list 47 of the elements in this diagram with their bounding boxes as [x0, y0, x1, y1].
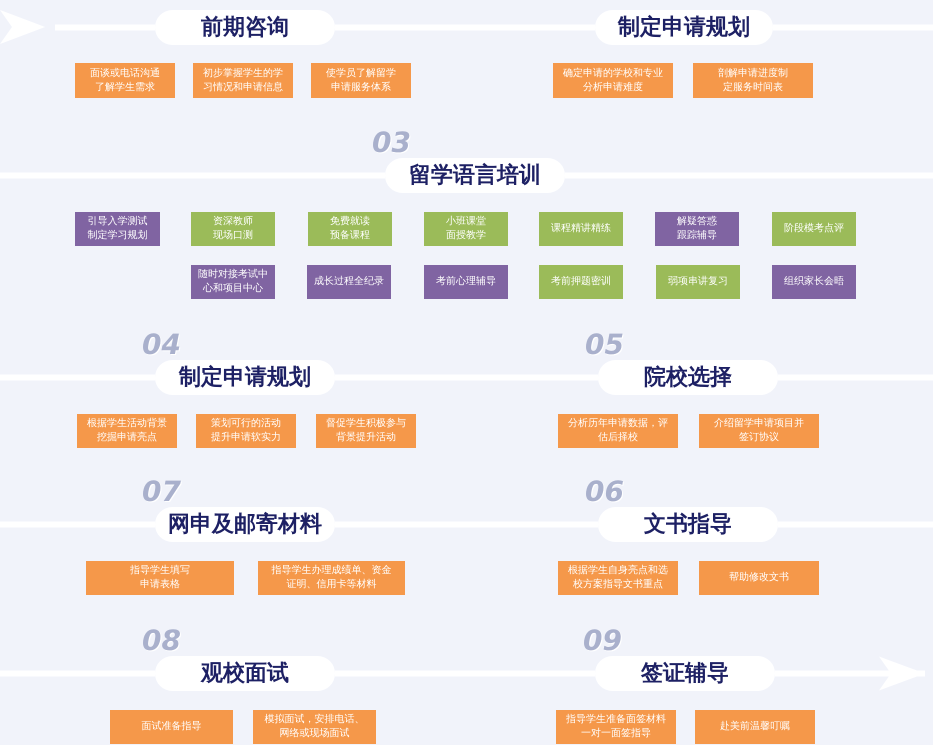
step-card: 根据学生自身亮点和选校方案指导文书重点	[558, 561, 678, 595]
section-heading: 留学语言培训	[385, 158, 565, 193]
step-card: 随时对接考试中心和项目中心	[191, 265, 275, 299]
step-card: 帮助修改文书	[699, 561, 819, 595]
step-card: 赴美前温馨叮嘱	[695, 710, 815, 744]
step-card: 初步掌握学生的学习情况和申请信息	[193, 63, 293, 98]
section-heading: 文书指导	[598, 507, 778, 542]
step-card: 小班课堂面授教学	[424, 212, 508, 246]
step-card: 督促学生积极参与背景提升活动	[316, 414, 416, 448]
step-card: 策划可行的活动提升申请软实力	[196, 414, 296, 448]
step-card: 介绍留学申请项目并签订协议	[699, 414, 819, 448]
step-card: 考前心理辅导	[424, 265, 508, 299]
step-card: 考前押题密训	[539, 265, 623, 299]
step-card: 课程精讲精练	[539, 212, 623, 246]
step-card: 组织家长会晤	[772, 265, 856, 299]
step-card: 面试准备指导	[110, 710, 233, 744]
step-card: 使学员了解留学申请服务体系	[311, 63, 411, 98]
step-number: 06	[585, 477, 624, 507]
step-card: 弱项串讲复习	[656, 265, 740, 299]
step-card: 指导学生准备面签材料一对一面签指导	[556, 710, 676, 744]
section-heading: 制定申请规划	[595, 10, 773, 45]
section-heading: 前期咨询	[155, 10, 335, 45]
section-heading: 院校选择	[598, 360, 778, 395]
step-card: 分析历年申请数据，评估后择校	[558, 414, 678, 448]
step-number: 07	[142, 477, 181, 507]
step-number: 04	[142, 330, 181, 360]
step-card: 免费就读预备课程	[308, 212, 392, 246]
step-card: 指导学生填写申请表格	[86, 561, 234, 595]
section-heading: 观校面试	[155, 656, 335, 691]
step-number: 05	[585, 330, 624, 360]
step-card: 引导入学测试制定学习规划	[75, 212, 160, 246]
step-card: 确定申请的学校和专业分析申请难度	[553, 63, 673, 98]
step-card: 面谈或电话沟通了解学生需求	[75, 63, 175, 98]
step-number: 08	[142, 626, 181, 656]
step-card: 根据学生活动背景挖掘申请亮点	[77, 414, 177, 448]
section-heading: 网申及邮寄材料	[155, 507, 335, 542]
step-card: 阶段模考点评	[772, 212, 856, 246]
step-card: 模拟面试，安排电话、网络或现场面试	[253, 710, 376, 744]
step-number: 03	[372, 128, 411, 158]
section-heading: 制定申请规划	[155, 360, 335, 395]
step-number: 09	[583, 626, 622, 656]
step-card: 指导学生办理成绩单、资金证明、信用卡等材料	[258, 561, 405, 595]
section-heading: 签证辅导	[595, 656, 775, 691]
step-card: 成长过程全纪录	[307, 265, 391, 299]
step-card: 解疑答惑跟踪辅导	[655, 212, 739, 246]
step-card: 剖解申请进度制定服务时间表	[693, 63, 813, 98]
step-card: 资深教师现场口测	[191, 212, 275, 246]
